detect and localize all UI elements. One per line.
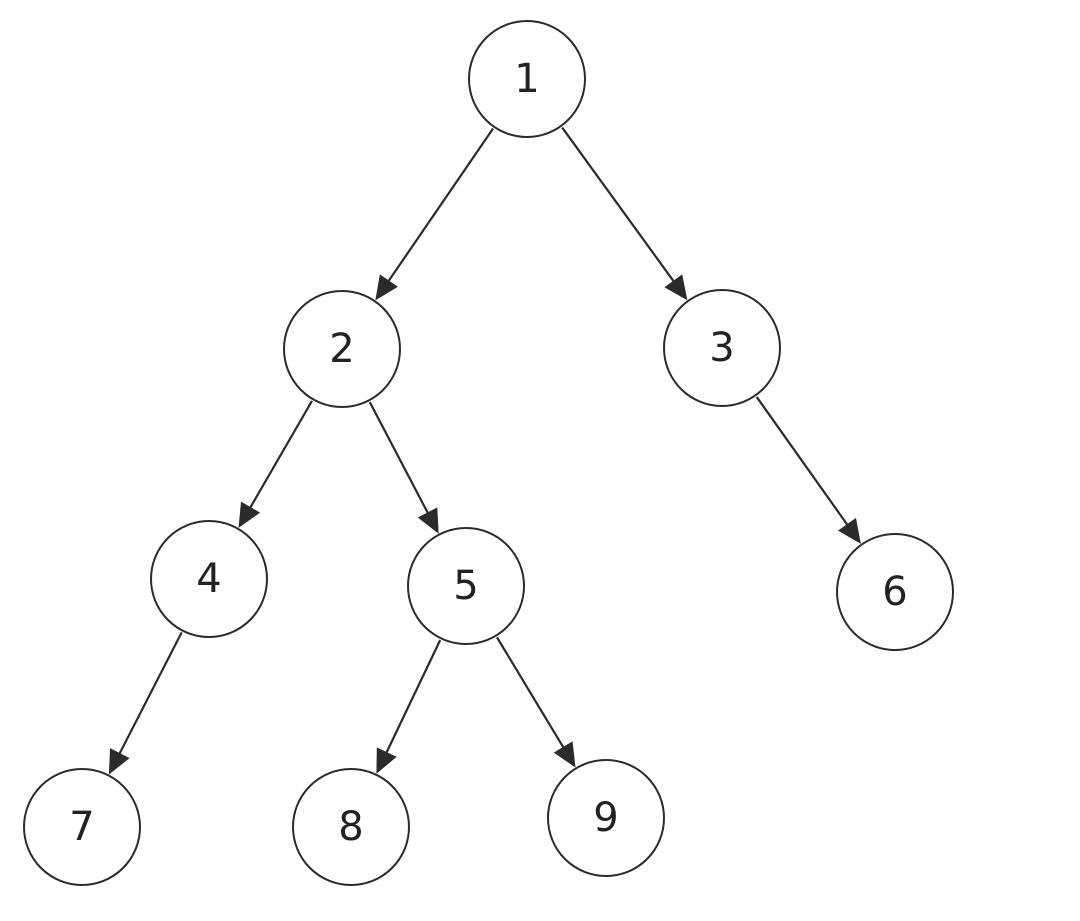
node-circle [283,290,401,408]
arrow-head-icon [417,507,439,534]
arrow-head-icon [375,274,398,301]
node-circle [547,759,665,877]
node-circle [468,20,586,138]
edges-layer [108,126,861,775]
tree-node-3: 3 [663,289,781,407]
tree-node-7: 7 [23,768,141,886]
edge-1-3 [561,126,688,301]
node-circle [150,520,268,638]
edge-line [117,631,183,756]
node-label: 8 [338,804,363,850]
edge-line [384,639,442,755]
edge-line [368,401,430,515]
node-label: 9 [593,795,618,841]
node-circle [663,289,781,407]
node-circle [23,768,141,886]
edge-line [561,126,676,284]
tree-node-5: 5 [407,527,525,645]
node-label: 3 [709,325,734,371]
node-label: 7 [69,804,94,850]
edge-line [496,636,566,750]
node-label: 5 [453,563,478,609]
nodes-layer: 1 2 3 4 5 6 7 8 9 [23,20,954,886]
tree-node-1: 1 [468,20,586,138]
edge-1-2 [375,127,494,301]
tree-node-2: 2 [283,290,401,408]
arrow-head-icon [664,274,688,301]
tree-node-8: 8 [292,768,410,886]
edge-2-4 [238,400,313,528]
tree-node-4: 4 [150,520,268,638]
node-label: 6 [882,569,907,615]
node-circle [836,533,954,651]
edge-4-7 [108,631,183,775]
arrow-head-icon [553,741,576,768]
arrow-head-icon [108,748,130,775]
tree-node-9: 9 [547,759,665,877]
node-label: 1 [514,56,539,102]
tree-node-6: 6 [836,533,954,651]
edge-line [386,127,494,283]
edge-2-5 [368,401,439,534]
arrow-head-icon [838,517,861,544]
arrow-head-icon [238,501,261,528]
node-circle [407,527,525,645]
edge-5-9 [496,636,576,768]
node-circle [292,768,410,886]
arrow-head-icon [376,747,397,774]
edge-line [248,400,313,510]
node-label: 2 [329,326,354,372]
node-label: 4 [196,556,221,602]
edge-3-6 [755,396,861,544]
edge-line [755,396,850,527]
edge-5-8 [376,639,442,774]
